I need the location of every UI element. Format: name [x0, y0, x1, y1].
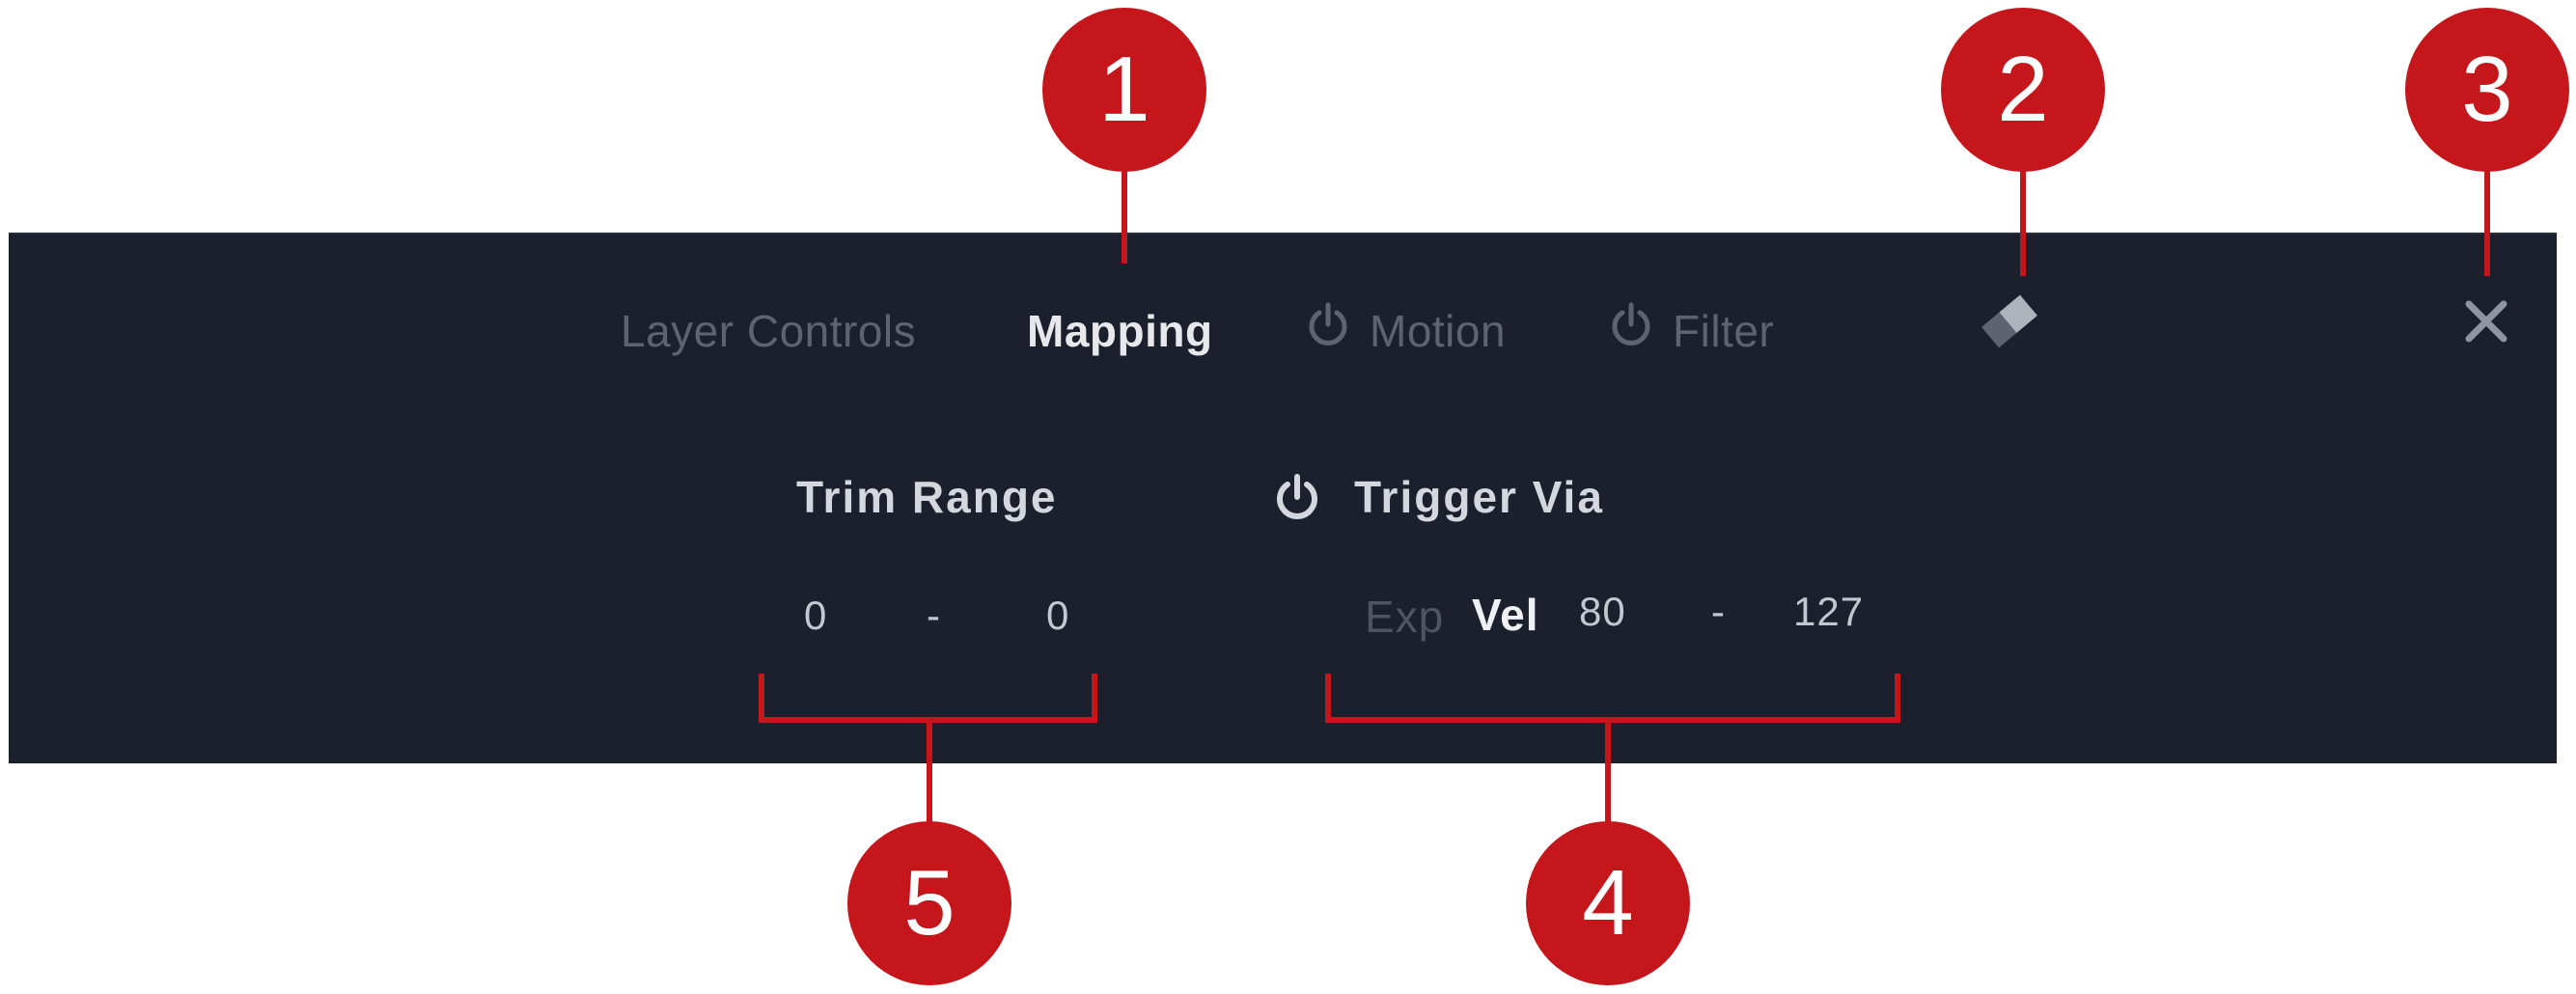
eraser-icon[interactable]	[1975, 291, 2044, 351]
tab-layer-controls[interactable]: Layer Controls	[621, 305, 916, 357]
trigger-via-power-icon[interactable]	[1272, 473, 1322, 523]
trigger-option-exp[interactable]: Exp	[1365, 592, 1445, 642]
trim-range-start[interactable]: 0	[804, 593, 828, 638]
trim-range-bracket	[759, 674, 1097, 723]
tab-mapping[interactable]: Mapping	[1027, 305, 1213, 357]
tab-label: Layer Controls	[621, 306, 917, 356]
trigger-option-vel[interactable]: Vel	[1472, 590, 1539, 640]
tab-filter[interactable]: Filter	[1607, 302, 1775, 357]
trigger-range-separator: -	[1711, 589, 1726, 634]
trigger-via-title: Trigger Via	[1354, 472, 1604, 522]
trigger-range-low[interactable]: 80	[1579, 589, 1626, 634]
callout-2: 2	[1941, 8, 2105, 172]
tab-label: Filter	[1673, 306, 1775, 356]
power-icon[interactable]	[1607, 301, 1655, 360]
tab-label: Mapping	[1027, 306, 1213, 356]
tab-motion[interactable]: Motion	[1304, 302, 1507, 357]
trim-range-separator: -	[927, 593, 941, 638]
close-icon[interactable]	[2463, 298, 2509, 345]
power-icon[interactable]	[1304, 301, 1352, 360]
callout-4: 4	[1526, 821, 1690, 985]
trigger-via-bracket	[1325, 674, 1900, 723]
callout-5: 5	[847, 821, 1011, 985]
callout-3: 3	[2405, 8, 2569, 172]
trigger-range-high[interactable]: 127	[1793, 589, 1865, 634]
callout-1: 1	[1042, 8, 1206, 172]
trim-range-title: Trim Range	[796, 472, 1058, 522]
trim-range-end[interactable]: 0	[1046, 593, 1070, 638]
tab-label: Motion	[1370, 306, 1507, 356]
